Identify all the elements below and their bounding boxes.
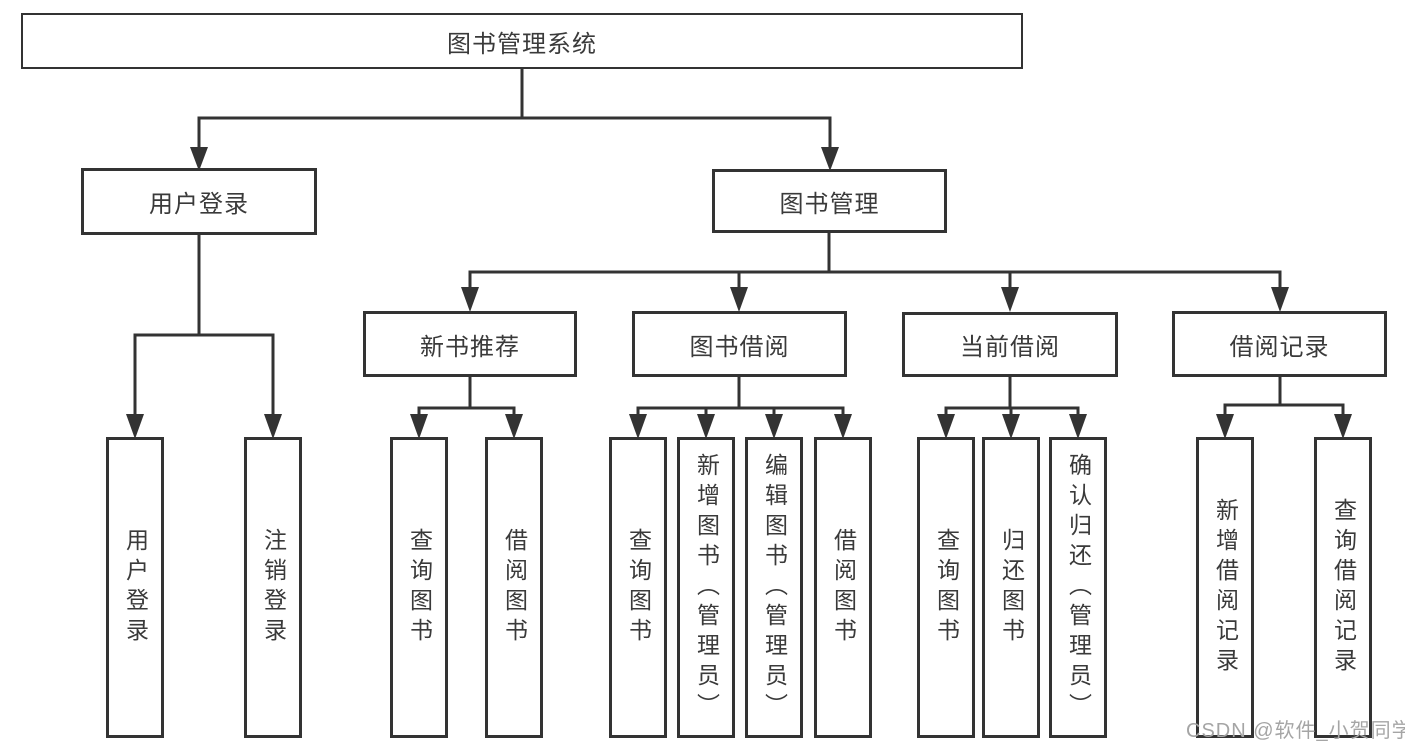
leaf-return-book-label: 归还图书 — [998, 527, 1025, 648]
wires-book-borrow-group — [629, 377, 852, 439]
leaf-confirm-return-admin-label: 确认归还（管理员） — [1065, 452, 1092, 723]
leaf-query-books-3-label: 查询图书 — [933, 527, 960, 648]
leaf-user-login-label: 用户登录 — [122, 527, 149, 648]
leaf-borrow-books-2: 借阅图书 — [814, 437, 872, 738]
leaf-query-borrow-record: 查询借阅记录 — [1314, 437, 1372, 738]
node-new-book-recommend: 新书推荐 — [363, 311, 577, 377]
wires-user-branch — [126, 235, 282, 439]
node-user-login: 用户登录 — [81, 168, 317, 235]
leaf-add-borrow-record-label: 新增借阅记录 — [1212, 497, 1239, 678]
leaf-borrow-books-2-label: 借阅图书 — [830, 527, 857, 648]
leaf-query-books-2-label: 查询图书 — [625, 527, 652, 648]
node-book-borrow-label: 图书借阅 — [689, 333, 790, 361]
node-book-management: 图书管理 — [712, 169, 947, 233]
node-user-login-label: 用户登录 — [149, 191, 249, 218]
wires-borrow-record-group — [1216, 377, 1352, 439]
leaf-return-book: 归还图书 — [982, 437, 1040, 738]
wires-root-to-level2 — [190, 69, 839, 171]
wires-new-book-group — [410, 377, 523, 439]
watermark: CSDN @软件_小贺同学 — [1186, 720, 1405, 742]
leaf-add-borrow-record: 新增借阅记录 — [1196, 437, 1254, 738]
leaf-add-book-admin: 新增图书（管理员） — [677, 437, 735, 738]
node-book-management-label: 图书管理 — [779, 190, 880, 218]
leaf-edit-book-admin-label: 编辑图书（管理员） — [761, 452, 788, 723]
wires-book-to-level3 — [461, 233, 1289, 312]
node-new-book-recommend-label: 新书推荐 — [420, 333, 520, 361]
leaf-user-login: 用户登录 — [106, 437, 164, 738]
leaf-edit-book-admin: 编辑图书（管理员） — [745, 437, 803, 738]
leaf-query-borrow-record-label: 查询借阅记录 — [1330, 497, 1357, 678]
leaf-borrow-books-1-label: 借阅图书 — [501, 527, 528, 648]
node-borrow-records: 借阅记录 — [1172, 311, 1387, 377]
leaf-query-books-1: 查询图书 — [390, 437, 448, 738]
node-root: 图书管理系统 — [21, 13, 1023, 69]
leaf-query-books-2: 查询图书 — [609, 437, 667, 738]
wires-current-borrow-group — [937, 377, 1087, 439]
node-book-borrow: 图书借阅 — [632, 311, 847, 377]
leaf-logout: 注销登录 — [244, 437, 302, 738]
leaf-logout-label: 注销登录 — [260, 527, 287, 648]
node-borrow-records-label: 借阅记录 — [1229, 333, 1330, 361]
node-current-borrow-label: 当前借阅 — [960, 334, 1060, 361]
leaf-query-books-1-label: 查询图书 — [406, 527, 433, 648]
leaf-add-book-admin-label: 新增图书（管理员） — [693, 452, 720, 723]
leaf-borrow-books-1: 借阅图书 — [485, 437, 543, 738]
leaf-query-books-3: 查询图书 — [917, 437, 975, 738]
leaf-confirm-return-admin: 确认归还（管理员） — [1049, 437, 1107, 738]
node-root-label: 图书管理系统 — [447, 30, 597, 58]
node-current-borrow: 当前借阅 — [902, 312, 1118, 377]
